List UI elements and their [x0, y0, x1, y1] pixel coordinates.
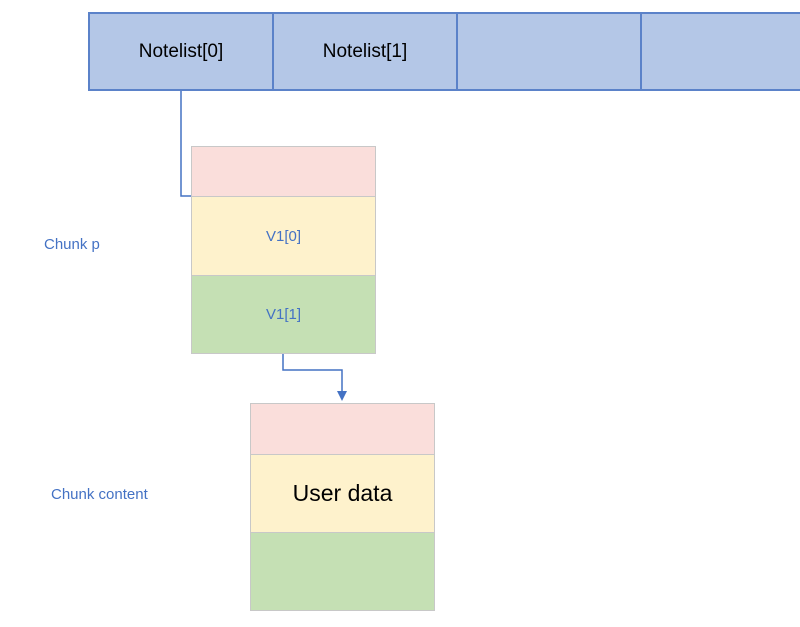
chunk-p-v1-0-label: V1[0] [265, 227, 302, 245]
chunk-content-user-data-label: User data [292, 480, 393, 506]
chunk-content-user-data: User data [250, 454, 435, 533]
chunk-content-footer [250, 532, 435, 611]
notelist-cell-1-label: Notelist[1] [322, 40, 408, 62]
chunk-p-v1-1-label: V1[1] [265, 306, 302, 323]
notelist-cell-0: Notelist[0] [88, 12, 274, 91]
chunk-p-label: Chunk p [44, 236, 100, 253]
notelist-to-chunk-p-connector [180, 91, 191, 197]
chunk-content-header [250, 403, 435, 455]
notelist-cell-2 [456, 12, 642, 91]
chunk-content-label: Chunk content [51, 486, 148, 503]
notelist-cell-3 [640, 12, 800, 91]
chunk-p-v1-1: V1[1] [191, 275, 376, 354]
chunk-p-header [191, 146, 376, 197]
notelist-cell-1: Notelist[1] [272, 12, 458, 91]
v1-1-to-chunk-content-arrow [282, 354, 347, 401]
notelist-cell-0-label: Notelist[0] [138, 40, 224, 62]
